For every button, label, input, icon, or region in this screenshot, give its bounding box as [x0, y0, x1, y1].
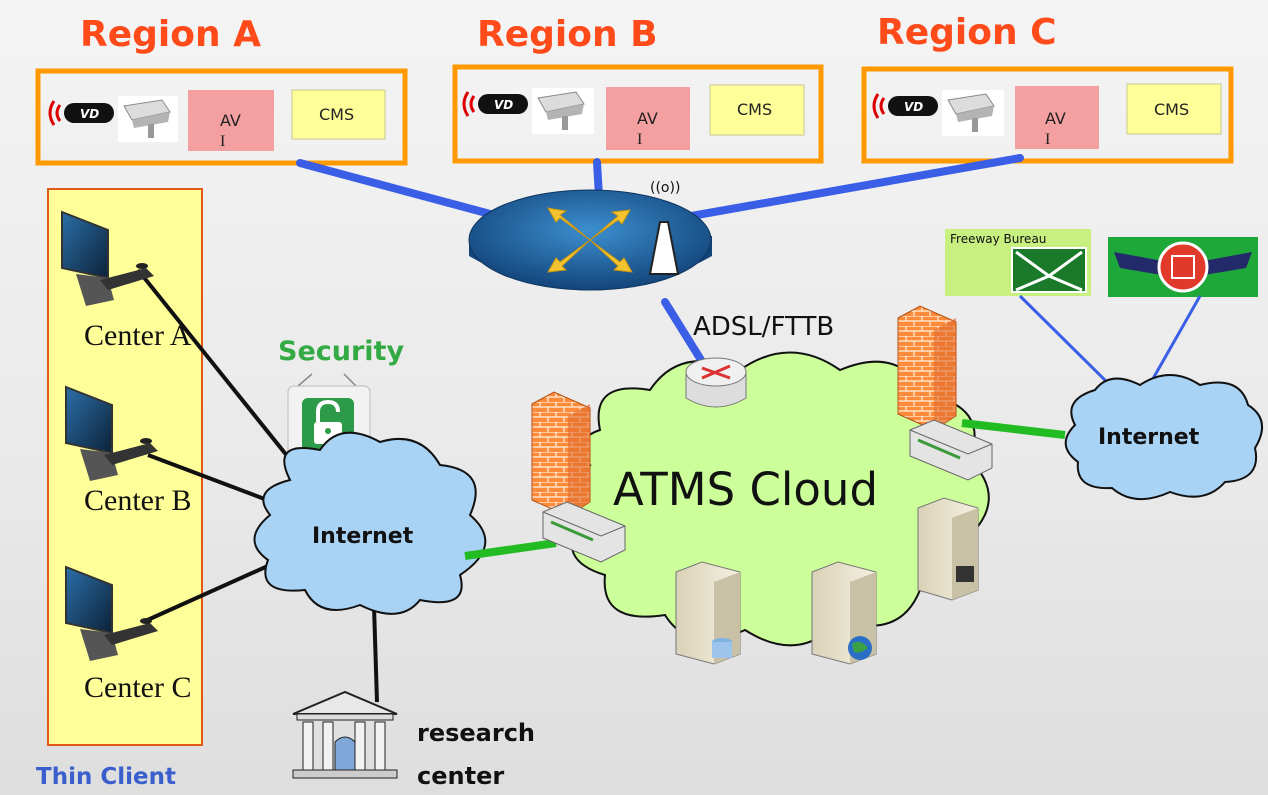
region-a-box: VD AV I CMS	[35, 68, 408, 166]
research-center-icon	[292, 690, 398, 779]
internet-cloud-left: Internet	[253, 431, 487, 615]
center-b-label: Center B	[84, 484, 191, 517]
freeway-bureau-logo: Freeway Bureau	[945, 229, 1091, 296]
svg-text:Internet: Internet	[312, 524, 414, 549]
cms-box	[1126, 83, 1222, 135]
vd-icon: VD	[462, 91, 528, 117]
svg-text:VD: VD	[80, 107, 99, 121]
vd-icon: VD	[872, 93, 938, 119]
region-b-title: Region B	[477, 14, 658, 55]
web-server-icon	[811, 561, 877, 665]
svg-text:VD: VD	[494, 98, 513, 112]
avi-box	[1015, 86, 1099, 149]
avi-label: AV	[220, 111, 241, 130]
camera-icon	[118, 96, 178, 142]
svg-text:((o)): ((o))	[650, 180, 680, 196]
vd-icon: VD	[48, 100, 114, 126]
main-router-icon: ((o))	[468, 180, 712, 291]
internet-cloud-right: Internet	[1064, 374, 1263, 501]
svg-text:I: I	[637, 131, 642, 148]
svg-text:I: I	[220, 133, 225, 150]
client-links	[136, 268, 379, 703]
center-label: center	[417, 762, 504, 790]
cms-label: CMS	[737, 100, 772, 119]
cms-box	[709, 84, 805, 136]
avi-box	[188, 90, 274, 151]
adsl-label: ADSL/FTTB	[693, 312, 834, 342]
switch-icon	[909, 419, 993, 481]
firewall-icon	[531, 391, 591, 517]
avi-box	[606, 87, 690, 150]
research-label: research	[417, 719, 535, 747]
lan-link	[464, 539, 557, 560]
switch-icon	[542, 501, 626, 563]
workstation-server-icon	[917, 497, 979, 601]
computer-icon	[65, 385, 158, 481]
atms-cloud-label: ATMS Cloud	[613, 463, 878, 516]
firewall-icon	[897, 305, 957, 431]
router-icon	[685, 357, 747, 408]
lan-link	[961, 419, 1066, 439]
thin-client-label: Thin Client	[36, 764, 176, 790]
region-c-title: Region C	[877, 12, 1057, 53]
database-server-icon	[675, 561, 741, 665]
camera-icon	[532, 88, 594, 134]
wan-links	[296, 154, 1024, 372]
avi-label: AV	[1045, 109, 1066, 128]
computer-icon	[65, 565, 158, 661]
region-c-box: VD AV I CMS	[861, 66, 1234, 164]
computer-icon	[61, 210, 154, 306]
region-b-box: VD AV I CMS	[452, 64, 824, 164]
svg-text:Freeway Bureau: Freeway Bureau	[950, 232, 1046, 246]
security-label: Security	[278, 336, 404, 367]
highway-agency-logo	[1108, 237, 1258, 297]
svg-text:VD: VD	[904, 100, 923, 114]
right-logo-links	[1018, 294, 1202, 390]
center-c-label: Center C	[84, 671, 191, 704]
region-a-title: Region A	[80, 14, 261, 55]
cms-box	[291, 89, 386, 140]
svg-text:I: I	[1045, 131, 1050, 148]
svg-text:Internet: Internet	[1098, 425, 1200, 450]
cms-label: CMS	[1154, 100, 1189, 119]
avi-label: AV	[637, 109, 658, 128]
cms-label: CMS	[319, 105, 354, 124]
camera-icon	[942, 90, 1004, 136]
center-a-label: Center A	[84, 319, 192, 352]
